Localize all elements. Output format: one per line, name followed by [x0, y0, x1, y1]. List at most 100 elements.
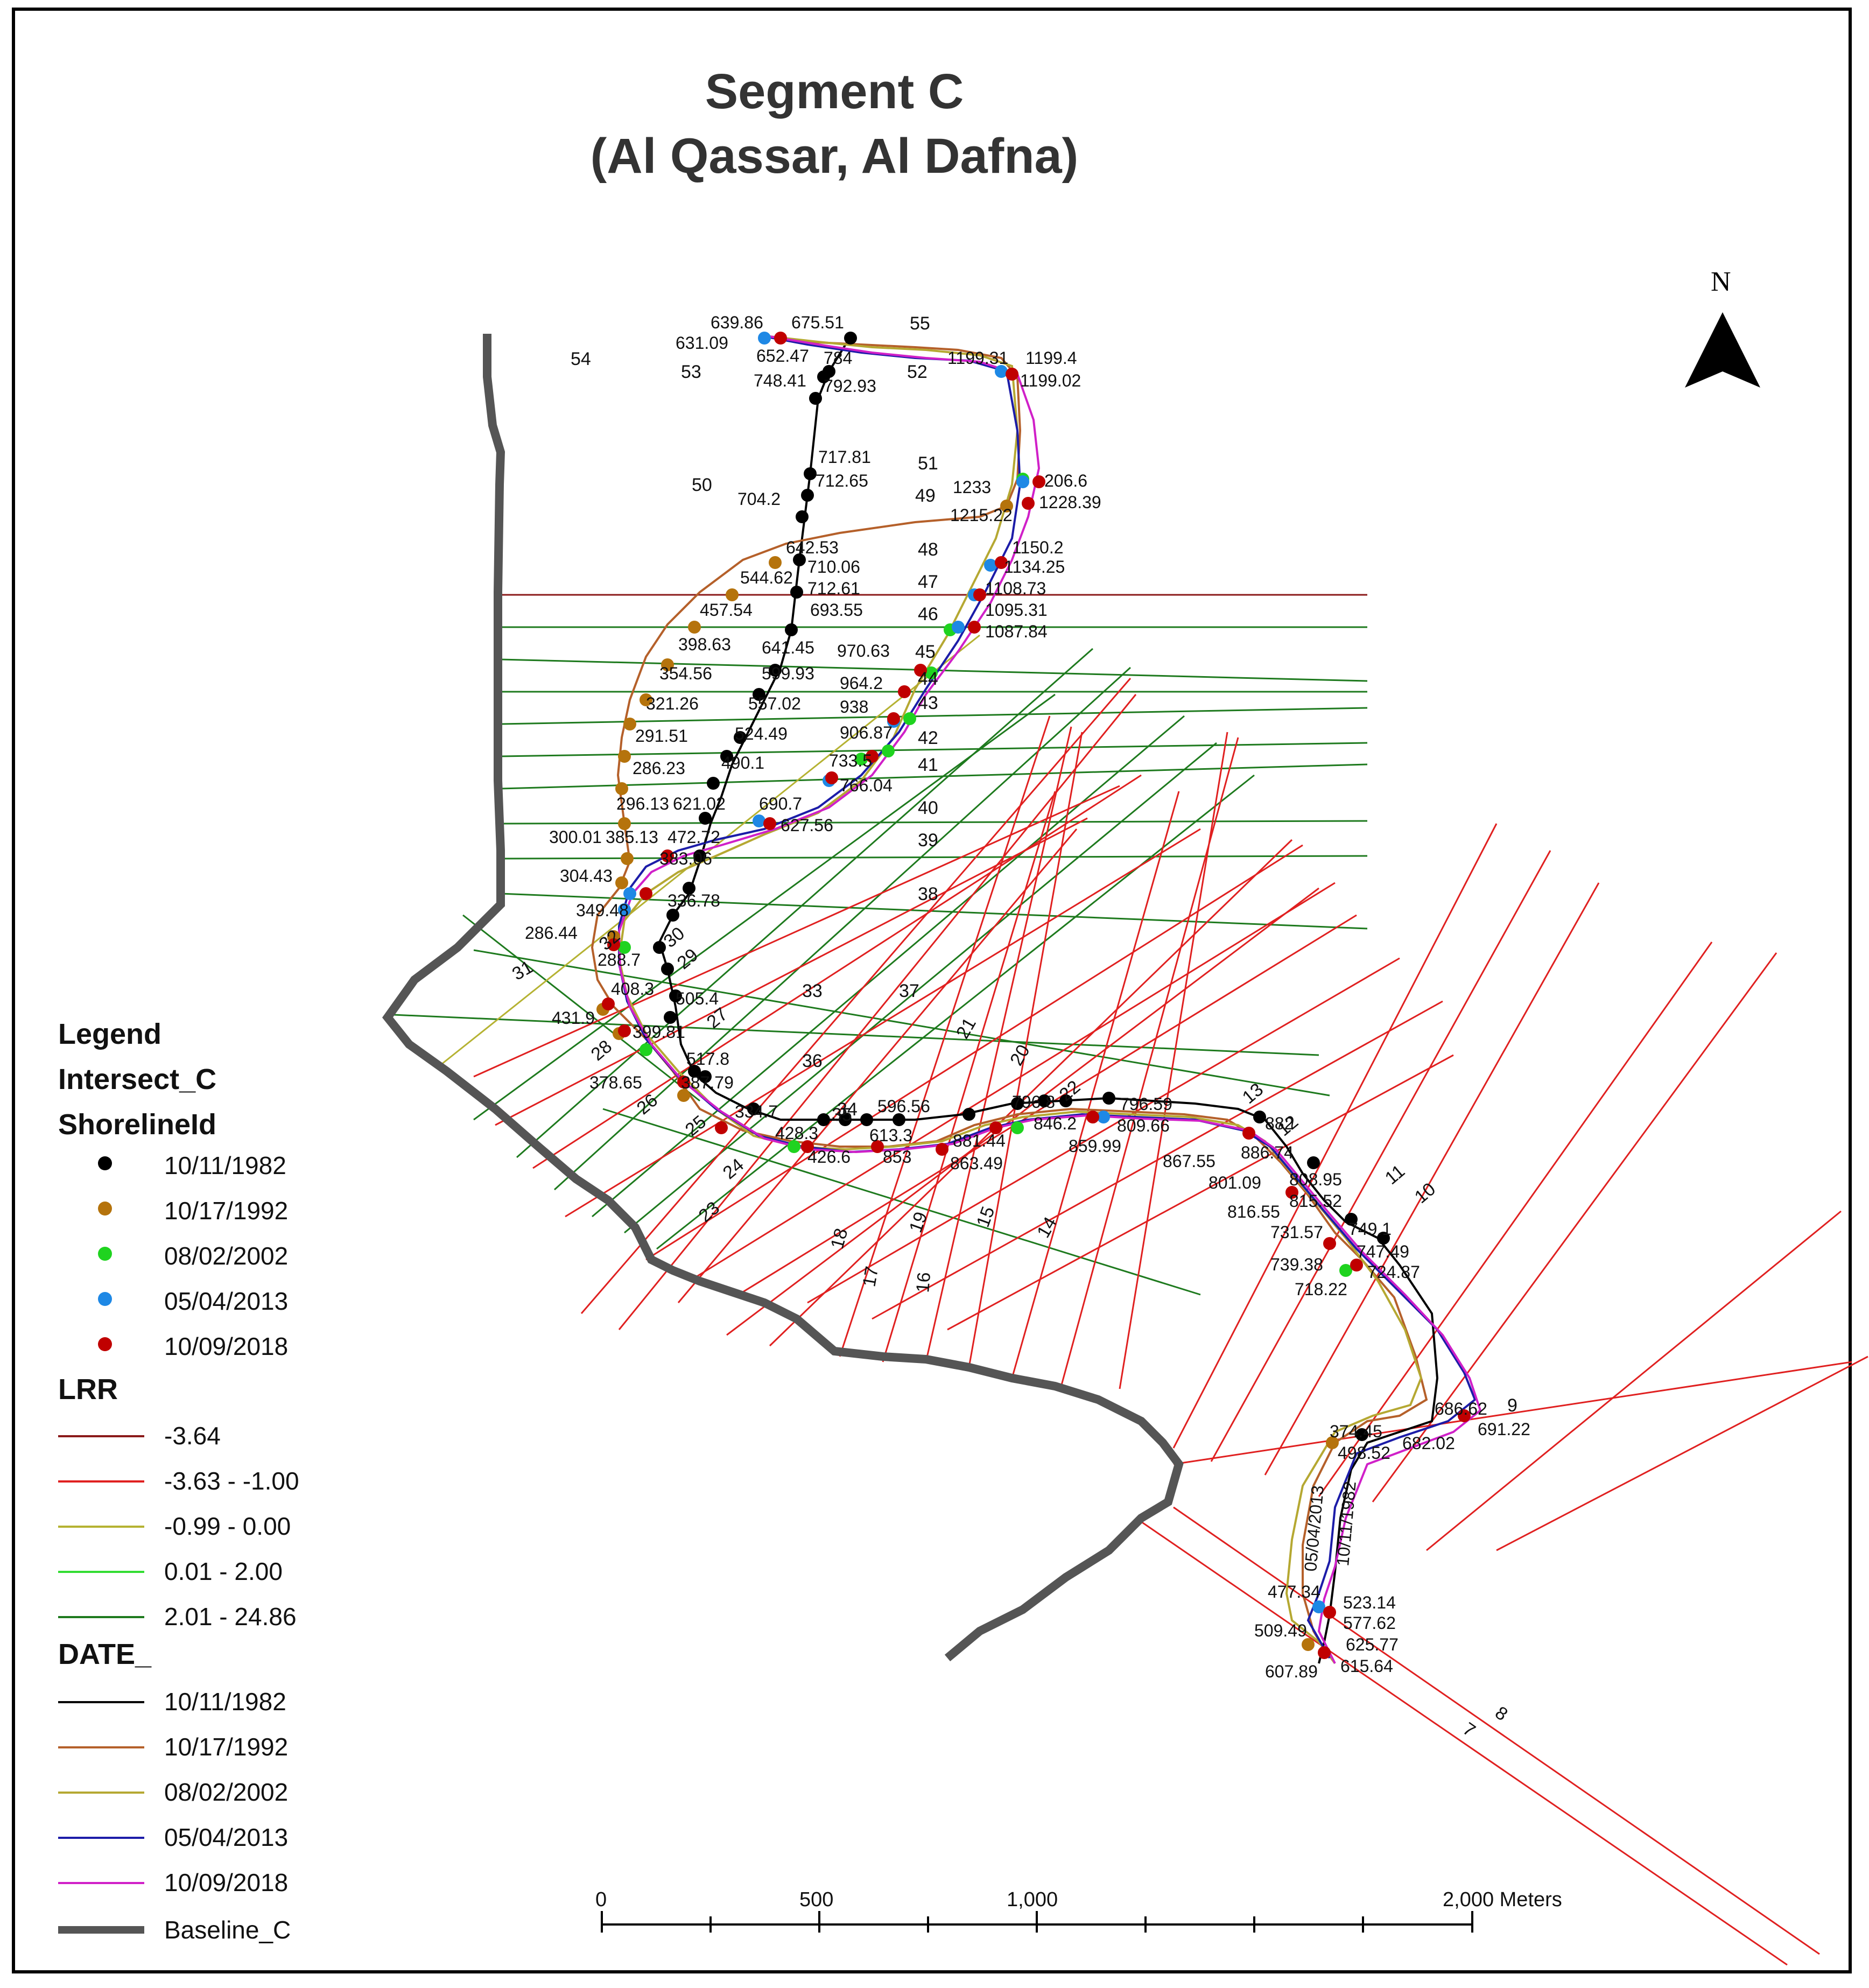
- transect-label: 48: [918, 539, 938, 560]
- point-label: 477.34: [1268, 1582, 1320, 1601]
- legend-label: Baseline_C: [164, 1916, 291, 1944]
- point-label: 387.79: [681, 1073, 734, 1092]
- point-label: 300.01: [549, 827, 602, 847]
- north-arrow: N: [1685, 266, 1760, 388]
- transect-label: 47: [918, 572, 938, 592]
- legend-baseline-swatch: [58, 1926, 144, 1934]
- transect-label: 21: [952, 1014, 980, 1042]
- point-label: 938: [840, 697, 868, 716]
- point-label: 796.59: [1120, 1094, 1172, 1114]
- point-label: 291.51: [635, 726, 688, 746]
- point-label: 599.93: [762, 664, 814, 683]
- point-label: 816.55: [1227, 1202, 1280, 1221]
- transect-label: 23: [695, 1198, 723, 1226]
- point-label: 718.22: [1295, 1280, 1347, 1299]
- point-label: 428.3: [775, 1123, 818, 1143]
- point-label: 1199.02: [1020, 371, 1081, 390]
- point-label: 690.7: [759, 794, 802, 813]
- transect-label: 40: [918, 798, 938, 818]
- point-label: 710.06: [807, 557, 860, 577]
- legend-label: -0.99 - 0.00: [164, 1512, 291, 1540]
- point-label: 704.2: [737, 489, 781, 509]
- point-label: 748.41: [754, 371, 806, 390]
- legend-label: 0.01 - 2.00: [164, 1557, 283, 1585]
- legend-date-swatch: [58, 1792, 144, 1794]
- point-label: 712.61: [807, 579, 860, 598]
- transect-label: 16: [912, 1272, 934, 1294]
- point-label: 717.81: [818, 447, 871, 467]
- point-label: 621.02: [673, 794, 726, 813]
- transect-label: 42: [918, 728, 938, 748]
- scale-label-2000: 2,000 Meters: [1443, 1888, 1562, 1911]
- point-label: 881.44: [953, 1131, 1006, 1150]
- legend-lrr-swatch: [58, 1526, 144, 1528]
- legend-dot-2002: [98, 1247, 112, 1261]
- point-label: 490.1: [721, 753, 764, 772]
- point-label: 472.72: [668, 827, 720, 847]
- transect-label: 54: [571, 349, 591, 369]
- point-label: 964.2: [840, 673, 883, 693]
- point-label: 675.51: [791, 313, 844, 332]
- point-label: 296.13: [616, 794, 669, 813]
- transect-label: 8: [1491, 1702, 1511, 1725]
- point-label: 686.62: [1435, 1399, 1487, 1418]
- transect-label: 25: [681, 1112, 710, 1140]
- legend-date-swatch: [58, 1701, 144, 1703]
- legend-date-swatch: [58, 1746, 144, 1748]
- legend-intersect-title: Intersect_C: [58, 1063, 217, 1095]
- point-label: 808.95: [1289, 1170, 1342, 1189]
- transect-label: 36: [802, 1051, 823, 1071]
- point-label: 544.62: [740, 568, 793, 587]
- point-label: 859.99: [1069, 1136, 1121, 1156]
- transect-label: 7: [1459, 1718, 1479, 1741]
- legend-label: 08/02/2002: [164, 1778, 289, 1806]
- transect-label: 45: [915, 642, 936, 662]
- legend-label: 08/02/2002: [164, 1242, 289, 1270]
- point-label: 431.9: [552, 1008, 595, 1028]
- point-label: 642.53: [786, 538, 839, 557]
- point-label: 498.52: [1338, 1443, 1390, 1463]
- point-label: 336.78: [668, 891, 720, 910]
- legend-label: 05/04/2013: [164, 1823, 289, 1851]
- point-label: 733.5: [829, 751, 872, 770]
- point-label: 739.38: [1270, 1255, 1323, 1274]
- legend-label: 2.01 - 24.86: [164, 1603, 297, 1631]
- scale-bar: [601, 1911, 1473, 1933]
- point-label: 853: [883, 1147, 911, 1167]
- point-label: 354.56: [659, 664, 712, 683]
- point-label: 457.54: [700, 600, 753, 620]
- transect-label: 52: [907, 362, 928, 382]
- legend-label: 05/04/2013: [164, 1287, 289, 1315]
- point-label: 399.81: [633, 1022, 685, 1042]
- transect-label: 28: [587, 1036, 616, 1065]
- point-label: 970.63: [837, 641, 890, 661]
- point-label: 1087.84: [985, 622, 1048, 641]
- transect-label: 43: [918, 693, 938, 713]
- shoreline-1982: [658, 335, 1439, 1664]
- point-label: 385.13: [606, 827, 658, 847]
- point-label: 577.62: [1343, 1613, 1396, 1633]
- legend-date-swatch: [58, 1837, 144, 1839]
- legend-label: 10/09/2018: [164, 1868, 289, 1896]
- transect-label: 34: [837, 1099, 858, 1120]
- baseline: [382, 334, 1184, 1662]
- point-label: 523.14: [1343, 1593, 1396, 1612]
- point-label: 766.04: [840, 776, 893, 795]
- transect-label: 55: [910, 313, 930, 334]
- legend-label: -3.64: [164, 1422, 221, 1450]
- point-label: 1095.31: [985, 600, 1048, 620]
- transect-label: 20: [1006, 1041, 1034, 1069]
- legend-lrr-swatch: [58, 1616, 144, 1618]
- legend-dot-2018: [98, 1337, 112, 1351]
- point-label: 613.3: [869, 1126, 912, 1145]
- point-label: 724.87: [1367, 1262, 1420, 1282]
- point-label: 1108.73: [985, 579, 1046, 598]
- transects-green: [392, 626, 1368, 1296]
- shoreline-date-label: 10/11/1982: [1333, 1480, 1360, 1566]
- point-label: 809.66: [1117, 1116, 1170, 1135]
- point-label: 288.7: [598, 950, 641, 970]
- point-label: 693.55: [810, 600, 863, 620]
- legend-lrr-swatch: [58, 1435, 144, 1437]
- point-label: 625.77: [1346, 1635, 1399, 1654]
- transect-label: 24: [719, 1155, 748, 1183]
